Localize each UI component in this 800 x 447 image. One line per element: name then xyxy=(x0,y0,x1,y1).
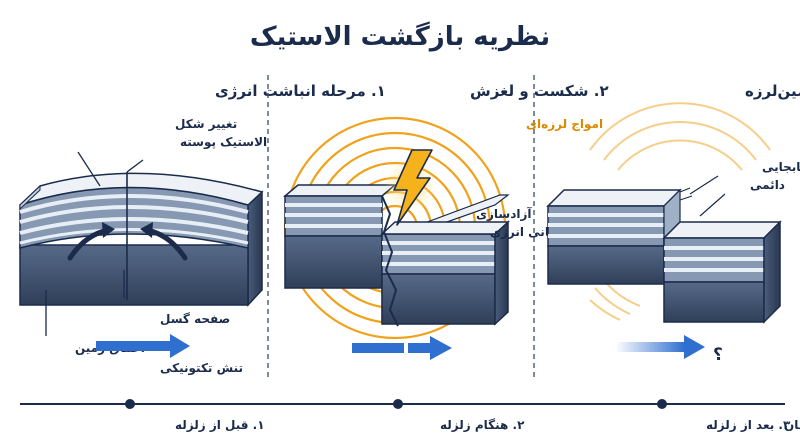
displacement-pointer-2 xyxy=(699,193,726,217)
seismic-waves-label: امواج لرزه‌ای xyxy=(526,117,603,132)
tectonic-stress-arrow-head xyxy=(170,334,190,358)
timeline-point-2 xyxy=(393,399,403,409)
slip-arrow-right-shaft xyxy=(408,343,432,353)
lightning-bolt-icon xyxy=(393,149,433,226)
timeline-label-1: ۱. قبل از زلزله xyxy=(175,418,265,432)
residual-arrow-head xyxy=(684,335,705,359)
panel-2-right-block xyxy=(380,194,510,326)
slip-arrow-left-shaft xyxy=(352,343,404,353)
timeline-point-1 xyxy=(125,399,135,409)
panel-3-left-block xyxy=(546,187,693,285)
panel-2-heading: ۲. شکست و لغزش xyxy=(470,82,609,100)
residual-arrow-shaft xyxy=(615,342,685,352)
panel-3-right-block xyxy=(662,220,782,324)
panel-1-heading: ۱. مرحله انباشت انرژی xyxy=(215,82,386,100)
faint-wave-arcs xyxy=(589,102,771,321)
question-mark: ؟ xyxy=(713,345,723,365)
displacement-label-line2: دائمی xyxy=(750,178,785,192)
fault-plane-label: صفحه گسل xyxy=(160,312,230,326)
tectonic-stress-arrow-shaft xyxy=(96,341,172,351)
panel-1-block xyxy=(19,159,264,307)
diagram-title: نظریه بازگشت الاستیک xyxy=(250,21,550,52)
timeline-point-3 xyxy=(657,399,667,409)
panel-2-left-block xyxy=(282,184,398,289)
deformation-pointer xyxy=(77,151,101,187)
timeline-label-3: ۳. بعد از زلزله xyxy=(706,418,791,432)
deformation-label-line2: الاستیک پوسته xyxy=(180,135,267,150)
deformation-label-line1: تغییر شکل xyxy=(175,117,237,131)
energy-release-label-line1: آزادسازی xyxy=(476,206,532,221)
displacement-pointer-1 xyxy=(689,175,719,195)
tectonic-stress-label: تنش تکتونیکی xyxy=(160,361,243,376)
rupture-line xyxy=(381,195,399,327)
panel-3-heading: ۳. پس از زمین‌لرزه xyxy=(745,82,800,101)
timeline-axis-label: زمان xyxy=(784,418,800,432)
displacement-label-line1: جابجایی xyxy=(762,160,800,174)
timeline-label-2: ۲. هنگام زلزله xyxy=(440,418,525,433)
slip-arrow-head xyxy=(430,336,452,360)
